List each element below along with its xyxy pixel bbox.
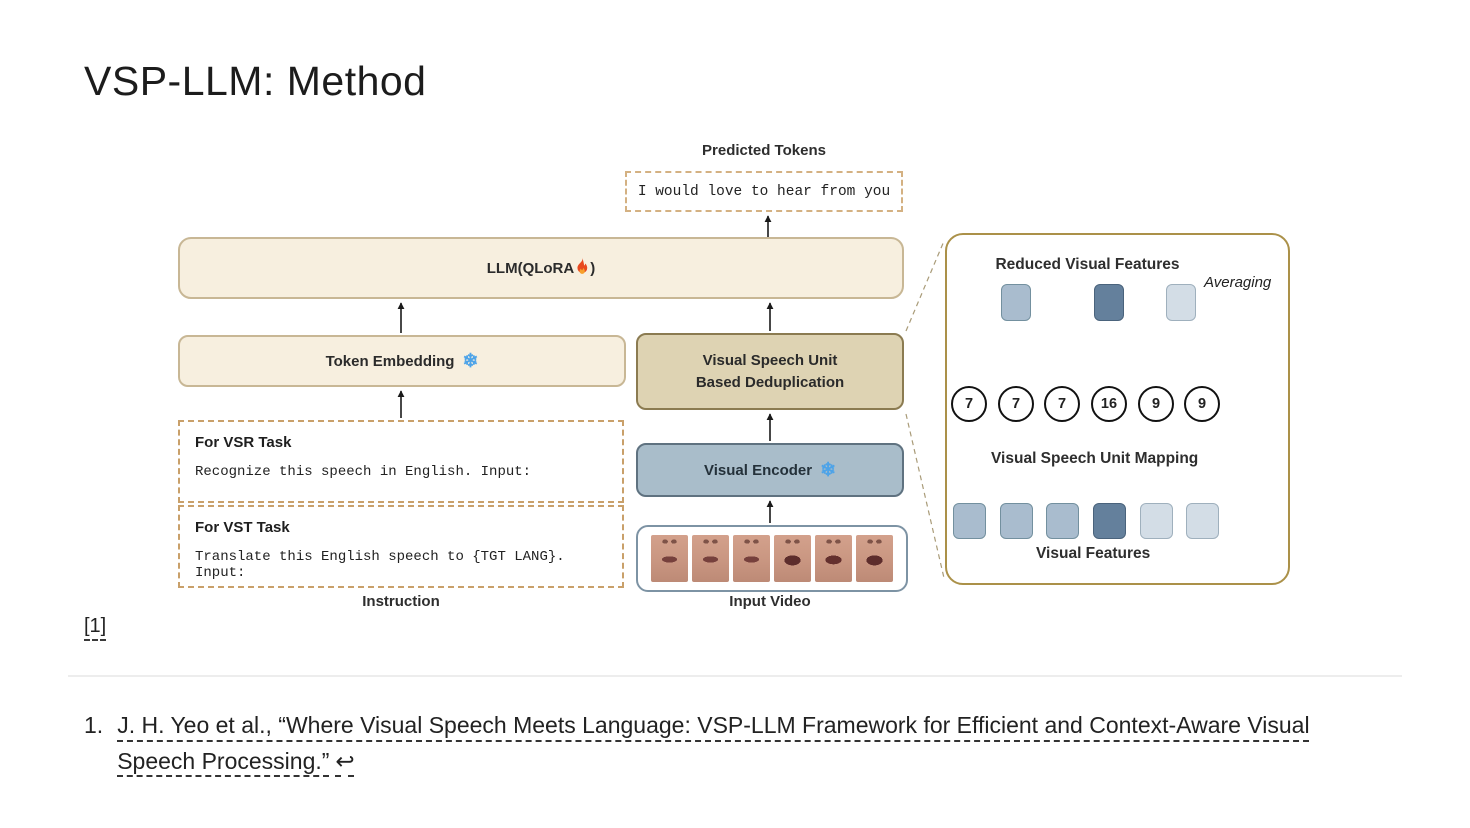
- reduced-feature-square: [1094, 284, 1124, 321]
- llm-label-suffix: ): [590, 259, 596, 277]
- dedup-label-line2: Based Deduplication: [695, 373, 845, 391]
- visual-feature-square: [1140, 503, 1173, 539]
- visual-feature-square: [1186, 503, 1219, 539]
- visual-encoder-label: Visual Encoder: [703, 461, 813, 479]
- llm-box: LLM(QLoRA): [178, 237, 904, 299]
- dedup-label-line1: Visual Speech Unit: [702, 351, 838, 369]
- visual-features-label: Visual Features: [1030, 545, 1157, 563]
- dedup-box: Visual Speech Unit Based Deduplication: [636, 333, 904, 410]
- lip-frame-image: [733, 535, 770, 582]
- reduced-feature-square: [1001, 284, 1031, 321]
- llm-label: LLM(QLoRA: [486, 259, 575, 277]
- visual-feature-square: [953, 503, 986, 539]
- flame-icon: [575, 257, 589, 279]
- predicted-tokens-box: I would love to hear from you: [625, 171, 903, 212]
- vst-task-box: For VST Task Translate this English spee…: [178, 505, 624, 588]
- speech-unit-circle: 9: [1184, 386, 1220, 422]
- visual-encoder-box: Visual Encoder ❄: [636, 443, 904, 497]
- page-title: VSP-LLM: Method: [84, 58, 427, 104]
- vst-task-prompt: Translate this English speech to {TGT LA…: [195, 549, 565, 581]
- vsr-task-box: For VSR Task Recognize this speech in En…: [178, 420, 624, 503]
- reduced-visual-features-label: Reduced Visual Features: [960, 256, 1215, 274]
- snowflake-icon: ❄: [820, 459, 837, 481]
- vsr-task-prompt: Recognize this speech in English. Input:: [195, 464, 532, 480]
- visual-feature-square: [1000, 503, 1033, 539]
- backlink-icon[interactable]: ↩: [335, 747, 355, 774]
- speech-unit-circle: 7: [998, 386, 1034, 422]
- visual-feature-square: [1046, 503, 1079, 539]
- predicted-tokens-label: Predicted Tokens: [702, 142, 826, 159]
- input-video-box: [636, 525, 908, 592]
- lip-frame-image: [856, 535, 893, 582]
- vst-task-title: For VST Task: [195, 519, 290, 536]
- lip-frame-image: [651, 535, 688, 582]
- speech-unit-circle: 7: [1044, 386, 1080, 422]
- snowflake-icon: ❄: [462, 350, 479, 372]
- input-video-label: Input Video: [729, 593, 811, 610]
- speech-unit-circle: 9: [1138, 386, 1174, 422]
- lip-frame-image: [815, 535, 852, 582]
- citation-number: 1.: [84, 712, 104, 738]
- visual-feature-square: [1093, 503, 1126, 539]
- token-embedding-box: Token Embedding ❄: [178, 335, 626, 387]
- vsr-task-title: For VSR Task: [195, 434, 292, 451]
- lip-frame-image: [692, 535, 729, 582]
- averaging-label: Averaging: [1204, 274, 1272, 291]
- lip-frame-image: [774, 535, 811, 582]
- citation-item: 1. J. H. Yeo et al., “Where Visual Speec…: [84, 708, 1384, 779]
- visual-speech-unit-mapping-label: Visual Speech Unit Mapping: [985, 450, 1205, 468]
- token-embedding-label: Token Embedding: [325, 352, 455, 370]
- speech-unit-circle: 16: [1091, 386, 1127, 422]
- reduced-feature-square: [1166, 284, 1196, 321]
- footer-divider: [68, 675, 1402, 677]
- instruction-label: Instruction: [362, 593, 440, 610]
- footnote-ref-link[interactable]: [1]: [84, 615, 107, 641]
- citation-link[interactable]: J. H. Yeo et al., “Where Visual Speech M…: [117, 712, 1310, 774]
- speech-unit-circle: 7: [951, 386, 987, 422]
